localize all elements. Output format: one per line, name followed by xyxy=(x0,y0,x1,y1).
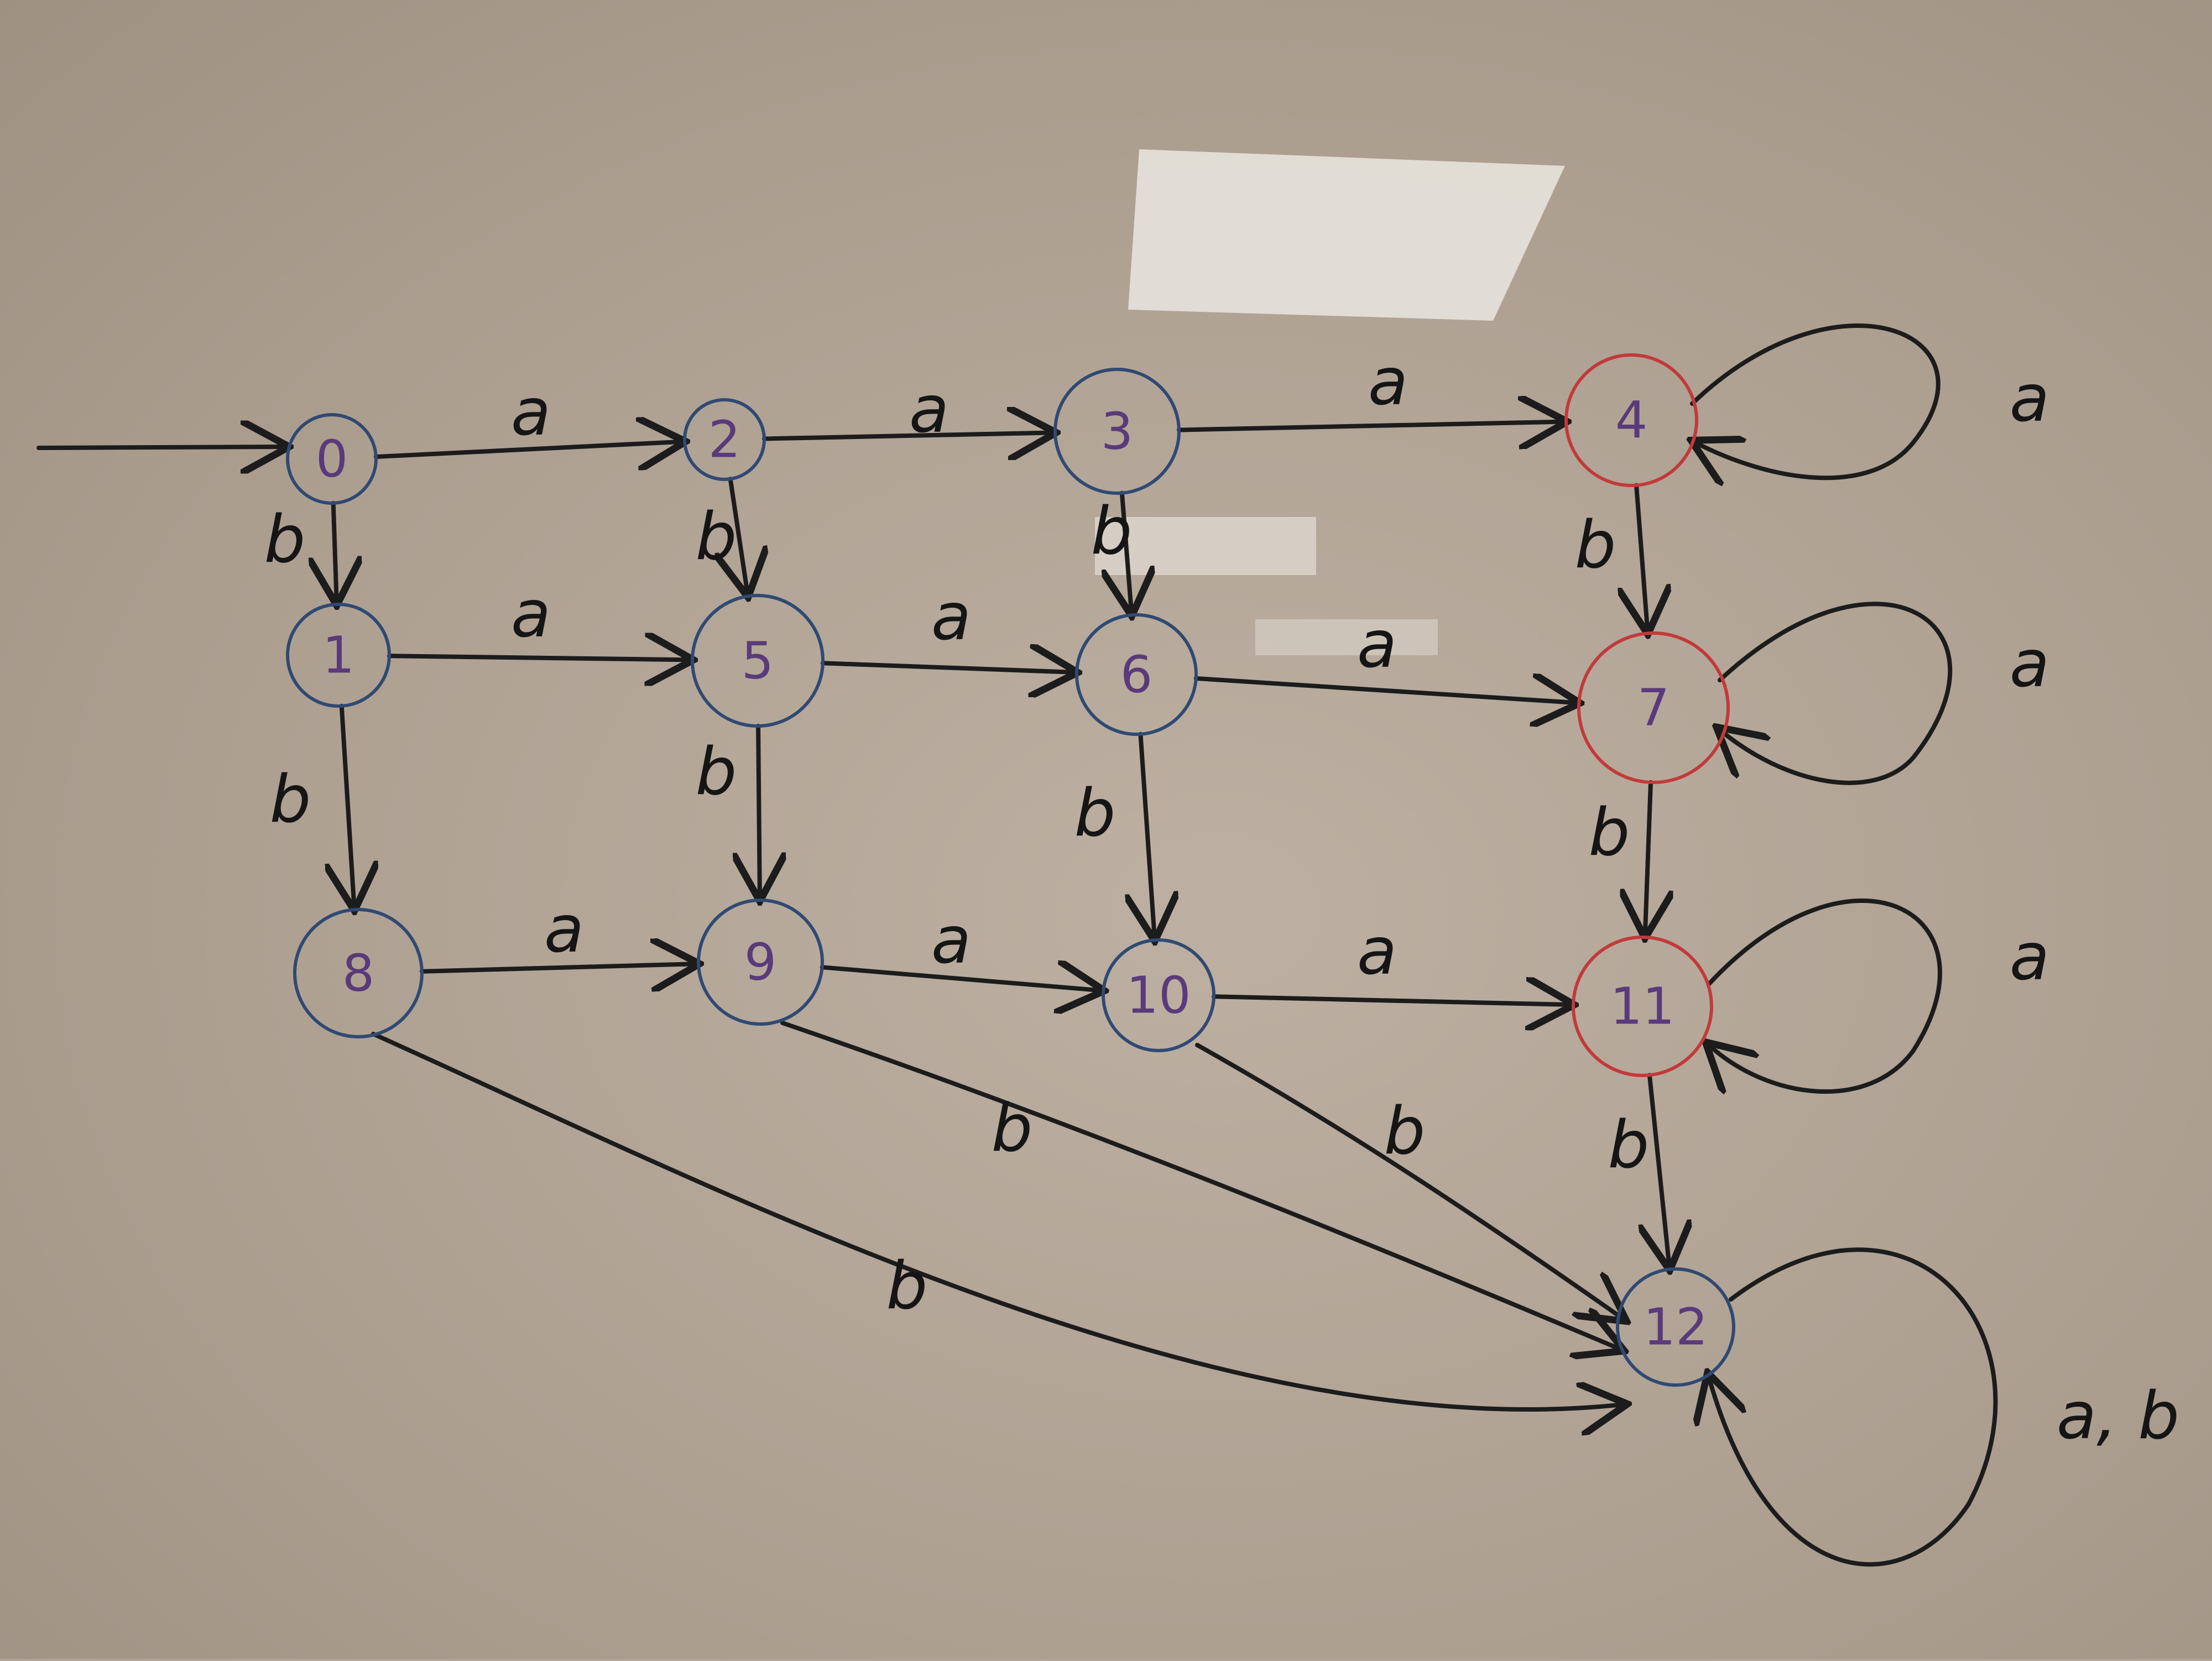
transition-label-q9-q12: b xyxy=(992,1090,1033,1166)
state-3: 3 xyxy=(1053,368,1181,495)
state-circle xyxy=(286,413,378,505)
transition-q6-q7 xyxy=(1193,678,1576,703)
transition-q3-q6 xyxy=(1122,490,1131,612)
transition-label-q11-q12: b xyxy=(1608,1106,1650,1183)
glare-patch xyxy=(1128,149,1565,321)
state-label: 3 xyxy=(1101,402,1134,461)
transition-label-q0-q1: b xyxy=(264,501,306,577)
transition-label-q1-q5: a xyxy=(511,576,551,652)
transition-label-q2-q5: b xyxy=(696,498,737,574)
transition-q7-q11 xyxy=(1645,780,1651,934)
transition-q5-q6 xyxy=(820,663,1073,672)
state-8: 8 xyxy=(293,908,424,1038)
transition-q4-q7 xyxy=(1636,483,1647,630)
state-label: 11 xyxy=(1610,977,1674,1036)
state-label: 0 xyxy=(316,430,348,489)
transition-label-q0-q2: a xyxy=(511,374,551,450)
accepting-state-circle xyxy=(1564,353,1698,487)
state-2: 2 xyxy=(683,398,766,481)
transition-q1-q5 xyxy=(387,656,689,660)
state-1: 1 xyxy=(286,603,391,708)
state-circle xyxy=(697,899,824,1026)
transition-q3-q4 xyxy=(1176,422,1563,430)
transition-q4-q4 xyxy=(1692,323,1940,478)
transition-q0-q1 xyxy=(333,500,337,601)
glare-patch xyxy=(1255,619,1438,655)
state-circle xyxy=(1616,1267,1735,1387)
state-label: 1 xyxy=(322,626,355,685)
accepting-state-circle xyxy=(1572,936,1713,1077)
state-label: 12 xyxy=(1643,1298,1708,1357)
transition-label-q5-q9: b xyxy=(696,733,737,809)
transition-q8-q12 xyxy=(371,1032,1623,1409)
state-5: 5 xyxy=(691,594,825,728)
state-circle xyxy=(293,908,424,1038)
state-label: 9 xyxy=(744,933,777,992)
state-label: 5 xyxy=(742,631,774,691)
transition-q9-q12 xyxy=(780,1021,1620,1349)
state-10: 10 xyxy=(1102,938,1215,1052)
transition-label-q10-q12: b xyxy=(1384,1093,1426,1169)
glare-patch xyxy=(1095,517,1316,575)
transition-label-q3-q4: a xyxy=(1368,343,1408,420)
transition-q5-q9 xyxy=(758,723,760,897)
transition-q11-q11 xyxy=(1709,899,1942,1091)
state-circle xyxy=(1053,368,1181,495)
transition-label-q9-q10: a xyxy=(931,902,971,978)
transition-q12-q12 xyxy=(1709,1247,1998,1567)
accepting-state-circle xyxy=(1577,631,1730,784)
transition-q2-q5 xyxy=(731,477,748,593)
state-11: 11 xyxy=(1572,936,1713,1077)
transition-q1-q8 xyxy=(342,703,354,906)
transition-label-q7-q7: a xyxy=(2010,625,2049,702)
state-label: 6 xyxy=(1120,645,1153,704)
state-0: 0 xyxy=(286,413,378,505)
state-label: 7 xyxy=(1637,678,1670,738)
state-12: 12 xyxy=(1616,1267,1735,1387)
transition-label-q5-q6: a xyxy=(931,578,971,655)
state-9: 9 xyxy=(697,899,824,1026)
state-circle xyxy=(1102,938,1215,1052)
transition-label-q4-q4: a xyxy=(2010,360,2049,436)
transition-label-q8-q9: a xyxy=(544,891,584,967)
state-6: 6 xyxy=(1075,613,1198,736)
state-circle xyxy=(1075,613,1198,736)
state-label: 4 xyxy=(1615,391,1648,450)
transition-label-q6-q7: a xyxy=(1357,606,1397,682)
transition-label-q10-q11: a xyxy=(1357,913,1397,989)
transition-label-q12-q12: a, b xyxy=(2057,1377,2179,1454)
transition-label-q1-q8: b xyxy=(270,761,311,837)
transition-q7-q7 xyxy=(1720,602,1953,785)
transition-label-q6-q10: b xyxy=(1074,775,1116,851)
state-label: 2 xyxy=(708,410,741,469)
transition-q8-q9 xyxy=(419,964,695,971)
transition-label-q2-q3: a xyxy=(909,371,949,447)
state-label: 10 xyxy=(1126,966,1191,1025)
transition-q9-q10 xyxy=(820,967,1100,990)
state-4: 4 xyxy=(1564,353,1698,487)
state-circle xyxy=(683,398,766,481)
state-circle xyxy=(691,594,825,728)
transition-label-q7-q11: b xyxy=(1589,794,1630,870)
transition-q10-q12 xyxy=(1195,1043,1623,1319)
transition-label-q4-q7: b xyxy=(1575,506,1616,583)
state-label: 8 xyxy=(342,944,375,1003)
transition-q11-q12 xyxy=(1650,1073,1670,1266)
transition-label-q3-q6: b xyxy=(1091,493,1133,569)
transition-q6-q10 xyxy=(1140,732,1154,937)
initial-arrow xyxy=(36,447,285,448)
transition-q2-q3 xyxy=(761,432,1052,438)
transition-q10-q11 xyxy=(1211,996,1570,1005)
state-7: 7 xyxy=(1577,631,1730,784)
transition-label-q11-q11: a xyxy=(2010,918,2049,995)
state-circle xyxy=(286,603,391,708)
transition-label-q8-q12: b xyxy=(886,1247,928,1324)
transition-q0-q2 xyxy=(373,442,681,457)
